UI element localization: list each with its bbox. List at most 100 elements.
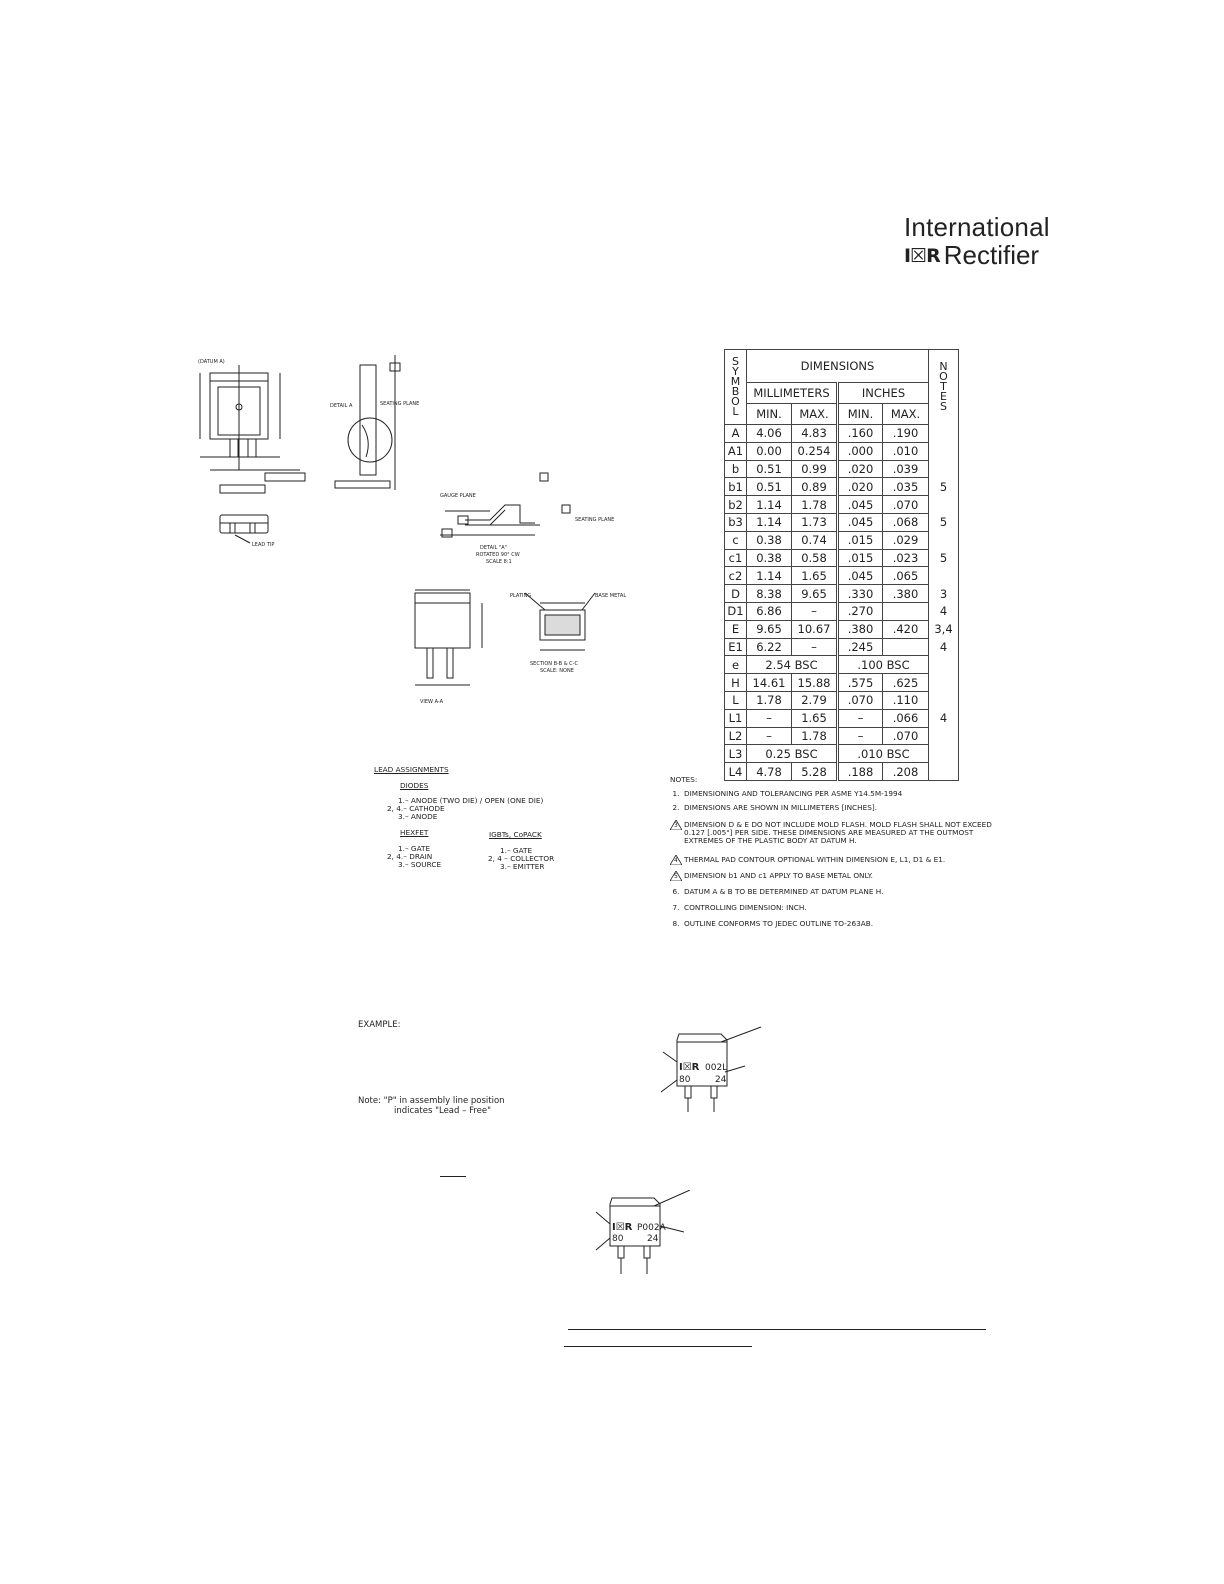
note-text: CONTROLLING DIMENSION: INCH. — [684, 903, 807, 912]
mm-max-cell: 1.78 — [791, 495, 838, 514]
mm-max-cell: 0.58 — [791, 548, 838, 568]
symbol-cell: A — [724, 424, 747, 443]
in-max-cell: .190 — [882, 424, 929, 443]
note-cell: 4 — [928, 709, 959, 728]
in-min-header: MIN. — [836, 403, 883, 425]
note-cell — [928, 424, 959, 443]
note-number: 2. — [672, 803, 680, 812]
view-a-label: VIEW A-A — [420, 699, 444, 705]
mm-min-cell: 9.65 — [746, 619, 792, 639]
part-marking-example-1: I☒R 002L 80 24 — [660, 1026, 762, 1112]
symbol-cell: D — [724, 584, 747, 603]
ior-logo-mark: I☒R — [904, 244, 941, 267]
diodes-lead-3: 3.– ANODE — [398, 812, 438, 821]
symbol-cell: c1 — [724, 548, 747, 568]
in-max-cell — [882, 637, 929, 657]
notes-header-letter: O — [939, 370, 948, 384]
diodes-lead-1: 1.– ANODE (TWO DIE) / OPEN (ONE DIE) — [398, 796, 544, 805]
note-number: 3 — [674, 822, 678, 829]
in-min-cell: .245 — [836, 637, 883, 657]
in-min-cell: .045 — [836, 512, 883, 532]
short-underline — [440, 1176, 466, 1177]
in-min-cell: – — [836, 726, 883, 746]
mm-max-cell: 1.65 — [791, 566, 838, 586]
symbol-cell: b1 — [724, 477, 747, 497]
note-cell — [928, 566, 959, 585]
note-cell — [928, 673, 959, 692]
symbol-cell: L — [724, 690, 747, 710]
footer-line-short — [564, 1346, 752, 1347]
symbol-cell: L1 — [724, 708, 747, 728]
part2-code: P002A — [637, 1223, 667, 1233]
part2-logo: I☒R — [612, 1222, 633, 1233]
symbol-cell: b2 — [724, 495, 747, 514]
mm-max-cell: – — [791, 637, 838, 657]
in-bsc-cell: .010 BSC — [836, 744, 929, 764]
mm-max-cell: 2.79 — [791, 690, 838, 710]
symbol-cell: D1 — [724, 601, 747, 621]
in-max-cell: .023 — [882, 548, 929, 568]
igbt-lead-3: 3.– EMITTER — [500, 862, 545, 871]
section-label: SECTION B-B & C-C — [530, 661, 578, 667]
mm-max-cell: 1.73 — [791, 512, 838, 532]
in-max-cell: .066 — [882, 708, 929, 728]
datum-a-label: (DATUM A) — [198, 359, 225, 365]
note-item: 0.127 [.005"] PER SIDE. THESE DIMENSIONS… — [670, 828, 973, 837]
in-max-cell: .208 — [882, 762, 929, 781]
mm-max-cell: 0.254 — [791, 441, 838, 461]
note-item: EXTREMES OF THE PLASTIC BODY AT DATUM H. — [670, 836, 857, 845]
in-max-cell — [882, 601, 929, 621]
mm-min-cell: 4.78 — [746, 762, 792, 781]
scale-label: SCALE 8:1 — [486, 559, 512, 565]
note-cell — [928, 495, 959, 514]
mm-min-cell: 1.14 — [746, 512, 792, 532]
mm-max-cell: 9.65 — [791, 584, 838, 603]
mm-max-cell: 0.99 — [791, 459, 838, 479]
igbt-lead-1: 1.– GATE — [500, 846, 533, 855]
note-text: DATUM A & B TO BE DETERMINED AT DATUM PL… — [684, 887, 884, 896]
mm-max-cell: 4.83 — [791, 424, 838, 443]
part2-left-code: 80 — [612, 1234, 624, 1244]
base-metal-label: BASE METAL — [595, 593, 626, 599]
hexfet-lead-3: 3.– SOURCE — [398, 860, 442, 869]
note-cell — [928, 744, 959, 763]
symbol-cell: b3 — [724, 512, 747, 532]
mm-max-cell: – — [791, 601, 838, 621]
mm-min-cell: 6.22 — [746, 637, 792, 657]
symbol-header-letter: B — [731, 385, 740, 398]
mm-min-cell: – — [746, 726, 792, 746]
in-max-cell: .070 — [882, 495, 929, 514]
seating-plane-label: SEATING PLANE — [380, 401, 419, 407]
warning-triangle-icon: 5 — [670, 871, 682, 881]
in-min-cell: .020 — [836, 477, 883, 497]
lead-free-note-line1: Note: "P" in assembly line position — [358, 1096, 505, 1106]
in-max-cell: .420 — [882, 619, 929, 639]
dimensions-header: DIMENSIONS — [746, 349, 929, 383]
mm-min-cell: 0.51 — [746, 477, 792, 497]
hexfet-lead-2: 2, 4.– DRAIN — [387, 852, 433, 861]
symbol-cell: e — [724, 655, 747, 675]
note-cell: 3,4 — [928, 620, 959, 639]
symbol-header-letter: Y — [732, 365, 739, 378]
note-cell: 4 — [928, 602, 959, 621]
part1-left-code: 80 — [679, 1075, 691, 1085]
in-min-cell: .188 — [836, 762, 883, 781]
symbol-cell: H — [724, 673, 747, 692]
mm-min-cell: 6.86 — [746, 601, 792, 621]
in-min-cell: .000 — [836, 441, 883, 461]
diodes-heading: DIODES — [400, 781, 429, 790]
mm-max-cell: 15.88 — [791, 673, 838, 692]
notes-header-letter: S — [940, 400, 947, 414]
mm-min-cell: 8.38 — [746, 584, 792, 603]
note-item: 2.DIMENSIONS ARE SHOWN IN MILLIMETERS [I… — [670, 803, 878, 812]
